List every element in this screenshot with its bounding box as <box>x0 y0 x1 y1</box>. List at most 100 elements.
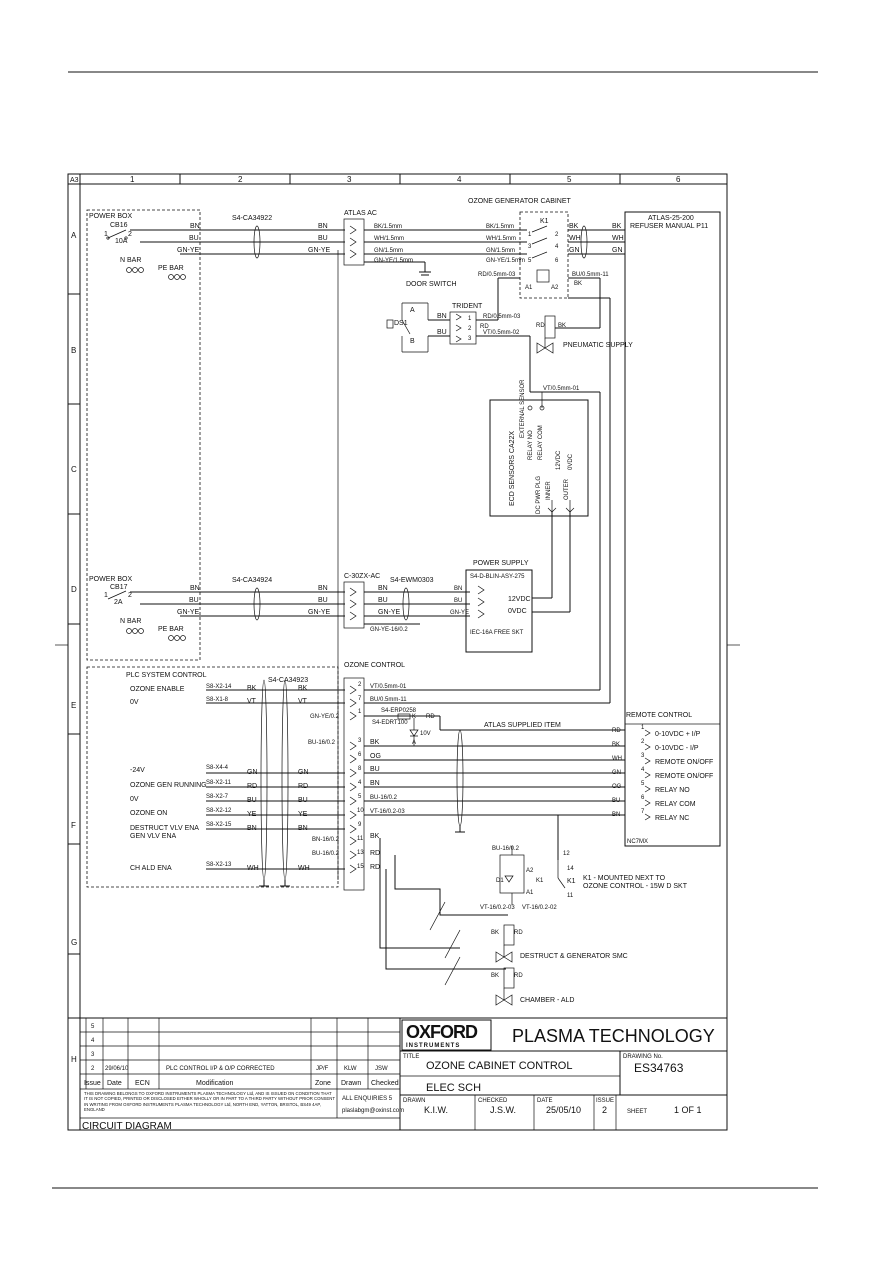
ozone-control-connector <box>343 677 365 891</box>
ps-0vdc: 0VDC <box>508 608 527 615</box>
svg-text:GN-YE/1.5mm: GN-YE/1.5mm <box>374 258 413 264</box>
row-B: B <box>71 346 76 355</box>
plc-row: CH ALD ENA S8-X2-13 WH <box>130 862 345 872</box>
inner-label: INNER <box>546 481 552 500</box>
svg-text:A2: A2 <box>551 285 559 291</box>
row-D: D <box>71 585 77 594</box>
power-supply-block <box>465 569 533 653</box>
cb16-label: CB16 <box>110 222 128 229</box>
svg-text:B: B <box>410 338 415 345</box>
svg-text:BU: BU <box>378 597 388 604</box>
svg-text:GN-YE: GN-YE <box>378 609 401 616</box>
svg-text:BK: BK <box>569 223 579 230</box>
svg-text:5: 5 <box>91 1024 95 1030</box>
row-C: C <box>71 465 77 474</box>
svg-text:BN: BN <box>454 586 462 592</box>
svg-text:S8-X2-13: S8-X2-13 <box>206 862 232 868</box>
revision-table: 5 4 3 2 29/06/10 PLC CONTROL I/P & O/P C… <box>80 1018 400 1090</box>
svg-text:1: 1 <box>358 709 362 715</box>
svg-text:VT-16/0.2-02: VT-16/0.2-02 <box>522 905 557 911</box>
svg-text:2: 2 <box>468 326 472 332</box>
svg-text:VT-16/0.2-03: VT-16/0.2-03 <box>480 905 515 911</box>
svg-text:K1: K1 <box>567 878 576 885</box>
svg-text:A1: A1 <box>526 890 534 896</box>
power-box-enclosure <box>86 209 201 661</box>
chamber-valve-label: CHAMBER - ALD <box>520 997 574 1004</box>
svg-text:RD: RD <box>514 930 523 936</box>
sheet-size: A3 <box>70 177 79 184</box>
svg-text:3: 3 <box>468 336 472 342</box>
ds1-label: DS1 <box>394 320 408 327</box>
svg-text:VT/0.5mm-02: VT/0.5mm-02 <box>483 330 520 336</box>
plc-title: PLC SYSTEM CONTROL <box>126 672 207 679</box>
v0-label: 0VDC <box>568 453 574 470</box>
svg-text:RD: RD <box>612 728 621 734</box>
nc7mx-label: NC7MX <box>627 839 648 845</box>
svg-text:K: K <box>412 714 416 720</box>
door-switch-label: DOOR SWITCH <box>406 281 457 288</box>
svg-text:TITLE: TITLE <box>403 1054 419 1060</box>
pneumatic-label: PNEUMATIC SUPPLY <box>563 342 633 349</box>
atlas-ac-label: ATLAS AC <box>344 210 377 217</box>
svg-text:YE: YE <box>298 811 308 818</box>
oxford-logo <box>401 1019 492 1051</box>
pe-bar-2: PE BAR <box>158 626 184 633</box>
svg-text:BK: BK <box>558 323 566 329</box>
svg-text:6: 6 <box>555 258 559 264</box>
power-box-1-label: POWER BOX <box>89 213 133 220</box>
svg-text:WH: WH <box>569 235 581 242</box>
svg-text:1: 1 <box>468 316 472 322</box>
svg-text:ISSUE: ISSUE <box>596 1098 614 1104</box>
svg-text:BK: BK <box>298 685 308 692</box>
plc-row: 0V S8-X1-8 VT <box>130 697 345 706</box>
chamber-valve-icon <box>495 994 513 1006</box>
svg-text:1: 1 <box>528 232 532 238</box>
svg-text:BU: BU <box>189 235 199 242</box>
svg-text:BK: BK <box>247 685 257 692</box>
svg-text:BK/1.5mm: BK/1.5mm <box>374 224 402 230</box>
svg-text:RD: RD <box>426 714 435 720</box>
svg-text:6: 6 <box>358 752 362 758</box>
enquiries-email: plaslabgm@oxinst.com <box>342 1108 404 1114</box>
svg-text:BU: BU <box>437 329 447 336</box>
svg-text:GEN VLV ENA: GEN VLV ENA <box>130 833 176 840</box>
k1-note-1: K1 - MOUNTED NEXT TO <box>583 875 666 882</box>
col-3: 3 <box>347 175 352 184</box>
svg-text:5: 5 <box>528 258 532 264</box>
svg-text:RD: RD <box>536 323 545 329</box>
svg-text:DRAWING No.: DRAWING No. <box>623 1054 663 1060</box>
svg-text:8: 8 <box>358 766 362 772</box>
svg-text:A2: A2 <box>526 868 534 874</box>
plc-row: OZONE ON S8-X2-12 YE <box>130 808 345 818</box>
svg-text:RELAY COM: RELAY COM <box>655 801 696 808</box>
svg-text:BN: BN <box>298 825 308 832</box>
svg-text:Modification: Modification <box>196 1080 233 1087</box>
svg-text:VT/0.5mm-01: VT/0.5mm-01 <box>370 684 407 690</box>
svg-text:WH/1.5mm: WH/1.5mm <box>374 236 404 242</box>
svg-text:3: 3 <box>528 244 532 250</box>
sheet-number: 1 OF 1 <box>674 1105 702 1115</box>
issue-number: 2 <box>602 1105 607 1115</box>
refuser-manual: REFUSER MANUAL P11 <box>630 223 708 230</box>
svg-text:D1: D1 <box>496 878 504 884</box>
svg-text:5: 5 <box>641 781 645 787</box>
svg-text:7: 7 <box>641 809 645 815</box>
destruct-valve-icon <box>495 951 513 963</box>
drawing-title-2: ELEC SCH <box>426 1082 481 1094</box>
outer-label: OUTER <box>564 478 570 500</box>
svg-text:BN: BN <box>437 313 447 320</box>
drawing-date: 25/05/10 <box>546 1105 581 1115</box>
svg-text:2: 2 <box>555 232 559 238</box>
drawing-title-1: OZONE CABINET CONTROL <box>426 1060 572 1072</box>
svg-text:DRAWN: DRAWN <box>403 1098 425 1104</box>
svg-text:Date: Date <box>107 1080 122 1087</box>
svg-text:K1: K1 <box>540 218 549 225</box>
svg-text:11: 11 <box>357 836 364 842</box>
n-bar-2: N BAR <box>120 618 141 625</box>
cable-ca34922: S4-CA34922 <box>232 215 272 222</box>
k1-note-2: OZONE CONTROL - 15W D SKT <box>583 883 688 890</box>
svg-text:1: 1 <box>104 231 108 238</box>
svg-text:S4-EDRT100: S4-EDRT100 <box>372 720 408 726</box>
svg-text:S4-ERP0258: S4-ERP0258 <box>381 708 417 714</box>
ewm-label: S4-EWM0303 <box>390 577 434 584</box>
